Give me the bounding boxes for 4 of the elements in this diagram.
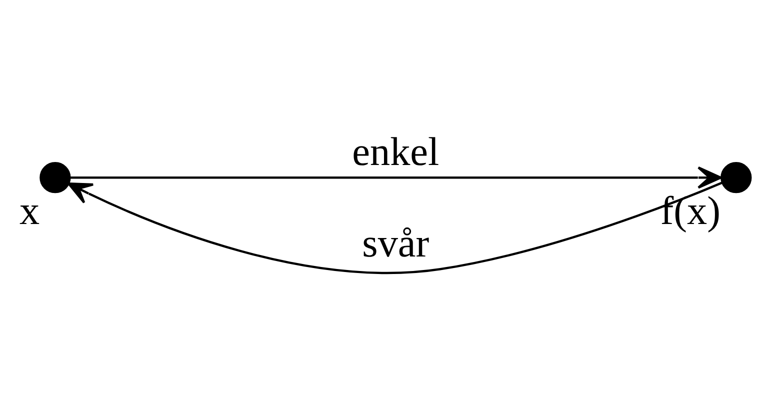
edge-label: svår xyxy=(362,220,430,266)
edge-label: enkel xyxy=(352,128,440,174)
node-label: x xyxy=(20,188,40,233)
node-label: f(x) xyxy=(660,188,721,233)
